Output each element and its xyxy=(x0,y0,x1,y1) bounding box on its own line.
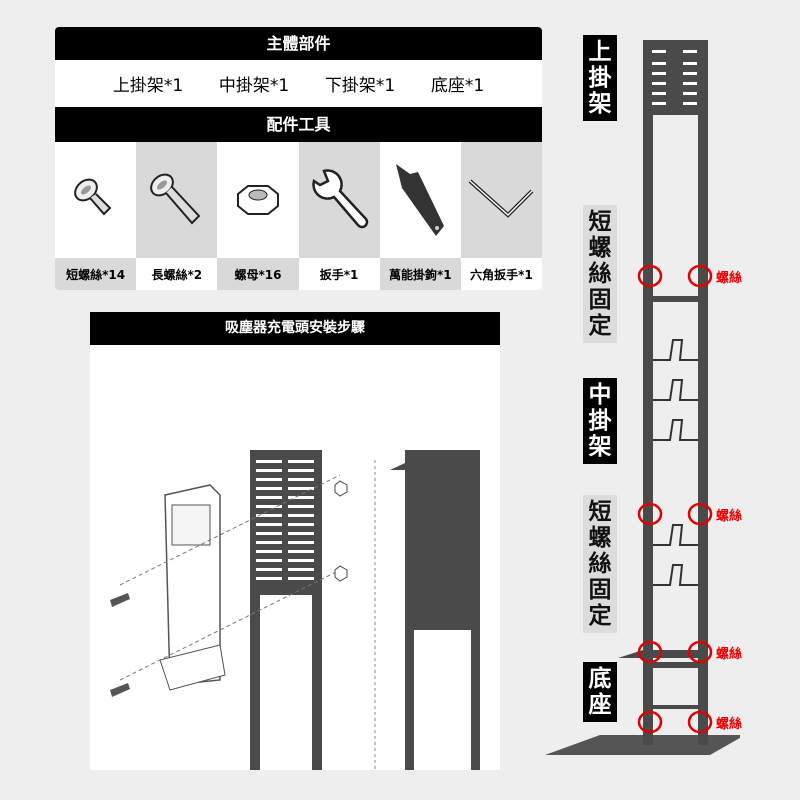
screw-markers xyxy=(637,264,713,734)
vent-slot xyxy=(288,514,314,517)
installation-panel: 吸塵器充電頭安裝步驟 xyxy=(90,312,500,780)
vent-slot xyxy=(256,487,282,490)
vent-slot xyxy=(256,568,282,571)
wrench-icon xyxy=(298,142,380,258)
label-middle-rack: 中掛架 xyxy=(583,378,617,464)
vent-slot xyxy=(288,478,314,481)
vent-slot xyxy=(288,532,314,535)
accessory-label: 扳手*1 xyxy=(298,258,380,290)
part-item: 中掛架*1 xyxy=(218,76,290,96)
accessory-labels-row: 短螺絲*14 長螺絲*2 螺母*16 扳手*1 萬能掛鉤*1 六角扳手*1 xyxy=(55,258,542,290)
vent-slot xyxy=(256,541,282,544)
vent-slot xyxy=(256,460,282,463)
main-parts-header: 主體部件 xyxy=(55,27,542,60)
vent-slot xyxy=(256,478,282,481)
vent-slot xyxy=(256,523,282,526)
installation-header: 吸塵器充電頭安裝步驟 xyxy=(90,312,500,345)
installation-diagram xyxy=(110,450,480,780)
accessory-label: 六角扳手*1 xyxy=(460,258,542,290)
vent-slot xyxy=(256,505,282,508)
accessories-header: 配件工具 xyxy=(55,107,542,142)
vent-slot xyxy=(288,487,314,490)
accessory-label: 螺母*16 xyxy=(217,258,299,290)
vent-slot xyxy=(256,577,282,580)
vent-slots xyxy=(652,50,697,105)
hook-icon xyxy=(379,142,461,258)
accessory-label: 短螺絲*14 xyxy=(55,258,137,290)
vent-slot xyxy=(288,559,314,562)
vent-slot xyxy=(288,568,314,571)
vent-slot xyxy=(256,514,282,517)
vent-slot xyxy=(288,550,314,553)
accessory-icons-row xyxy=(55,142,542,258)
vent-slot xyxy=(256,496,282,499)
vent-slot xyxy=(256,469,282,472)
vent-slot xyxy=(288,523,314,526)
label-upper-rack: 上掛架 xyxy=(583,35,617,121)
accessory-label: 長螺絲*2 xyxy=(136,258,218,290)
vent-slot xyxy=(288,460,314,463)
hex-key-icon xyxy=(460,142,542,258)
vent-slot xyxy=(256,532,282,535)
nut-icon xyxy=(217,142,299,258)
vent-slot xyxy=(288,505,314,508)
vent-slot xyxy=(288,541,314,544)
short-screw-icon xyxy=(55,142,137,258)
label-base: 底座 xyxy=(583,662,617,722)
screw-label: 螺絲 xyxy=(716,509,743,524)
main-parts-row: 上掛架*1 中掛架*1 下掛架*1 底座*1 xyxy=(55,60,542,107)
vent-slot xyxy=(288,469,314,472)
label-short-screw-fix: 短螺絲固定 xyxy=(583,495,617,633)
label-short-screw-fix: 短螺絲固定 xyxy=(583,205,617,343)
vent-slot xyxy=(288,496,314,499)
long-screw-icon xyxy=(136,142,218,258)
screw-label: 螺絲 xyxy=(716,647,743,662)
vent-slot xyxy=(288,577,314,580)
vent-slot xyxy=(256,550,282,553)
part-item: 底座*1 xyxy=(430,76,485,96)
vent-slot xyxy=(256,559,282,562)
part-item: 下掛架*1 xyxy=(324,76,396,96)
screw-label: 螺絲 xyxy=(716,271,743,286)
parts-list-panel: 主體部件 上掛架*1 中掛架*1 下掛架*1 底座*1 配件工具 短螺絲*14 … xyxy=(55,27,542,290)
stand-illustration xyxy=(545,40,740,755)
accessory-label: 萬能掛鉤*1 xyxy=(379,258,461,290)
part-item: 上掛架*1 xyxy=(112,76,184,96)
screw-label: 螺絲 xyxy=(716,717,743,732)
